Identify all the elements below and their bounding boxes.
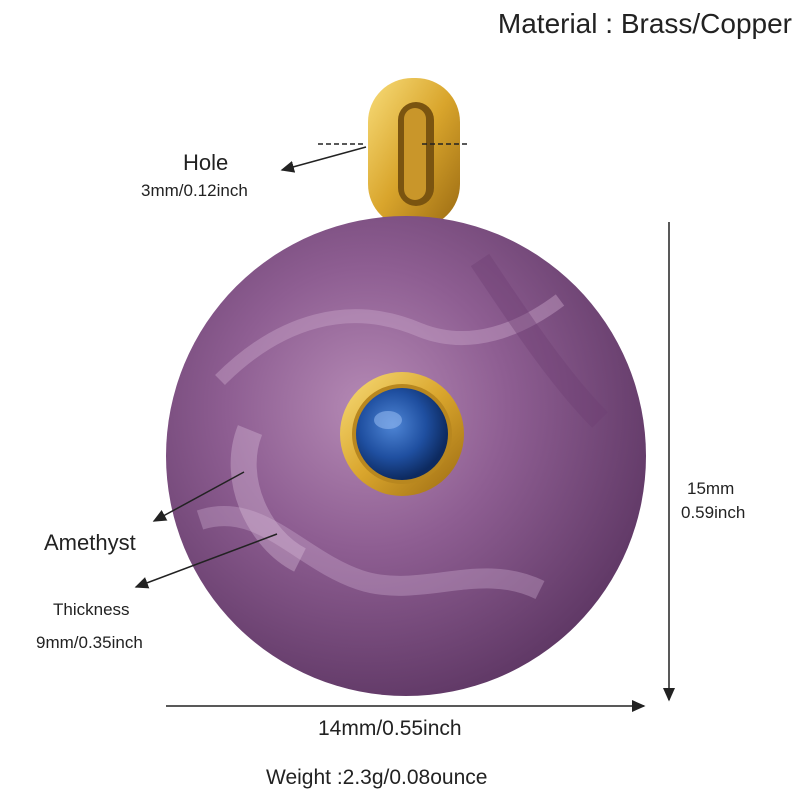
material-label: Material : Brass/Copper: [497, 8, 792, 39]
hole-label: Hole: [183, 150, 229, 175]
thickness-arrow-icon: [134, 533, 278, 589]
height-mm-label: 15mm: [687, 479, 735, 498]
bail-loop-icon: [368, 78, 460, 228]
blue-gem-setting-icon: [340, 372, 464, 496]
thickness-label: Thickness: [53, 600, 130, 619]
amethyst-arrow-icon: [152, 471, 245, 522]
hole-arrow-icon: [280, 146, 367, 173]
stone-label: Amethyst: [44, 530, 136, 555]
width-label: 14mm/0.55inch: [318, 717, 462, 740]
thickness-size-label: 9mm/0.35inch: [36, 633, 143, 652]
hole-size-label: 3mm/0.12inch: [141, 181, 248, 200]
weight-label: Weight :2.3g/0.08ounce: [266, 766, 488, 789]
height-inch-label: 0.59inch: [681, 503, 746, 522]
